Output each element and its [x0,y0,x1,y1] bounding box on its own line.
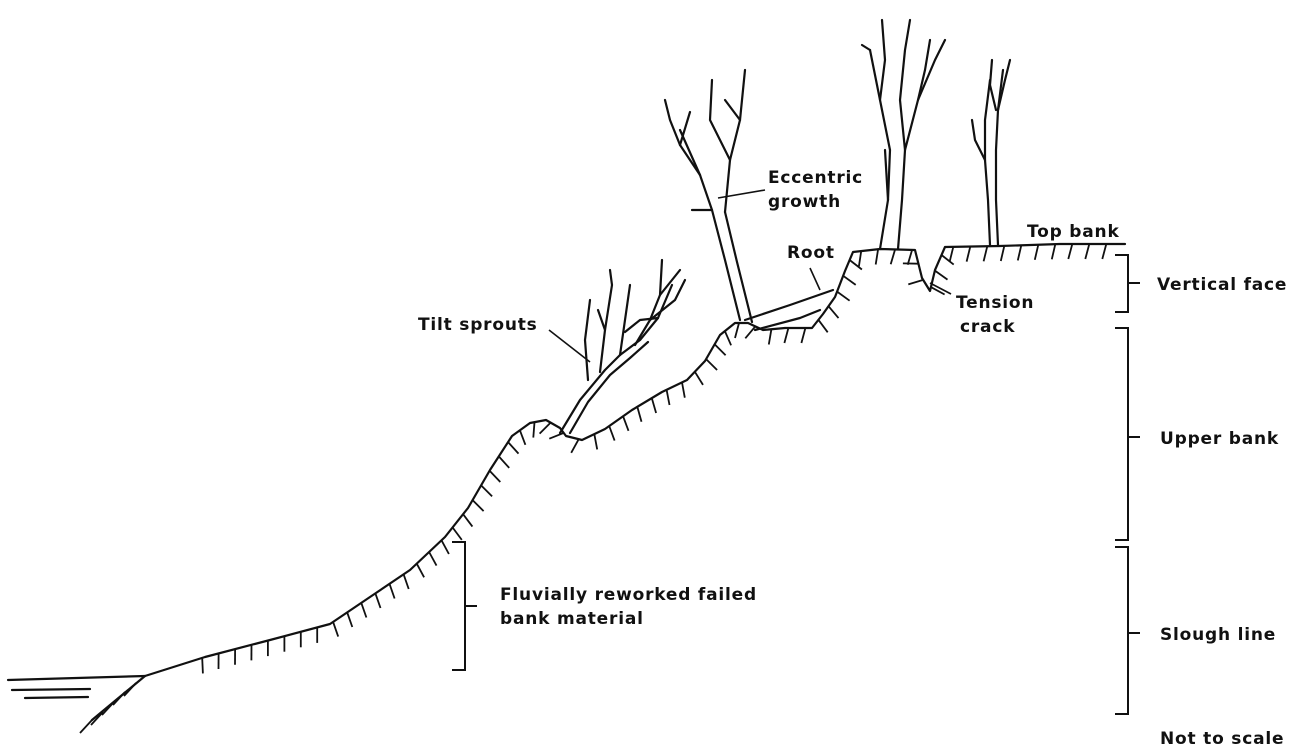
hatch-mark [942,255,954,265]
hatch-mark [453,528,462,540]
hatch-mark [891,249,895,264]
hatch-mark [202,658,203,674]
hatch-mark [706,359,717,370]
tension-crack-label-line2: crack [960,317,1015,337]
tilt-sprouts-leader [549,330,590,362]
ground-hatching [80,244,1106,733]
top-bank-label: Top bank [1027,222,1120,242]
hatch-mark [623,416,628,431]
tilt-sprouts-label: Tilt sprouts [418,315,538,335]
hatch-mark [950,247,954,262]
hatch-mark [1102,244,1106,259]
vertical-face-label: Vertical face [1157,275,1287,295]
hatch-mark [361,603,366,618]
hatch-mark [80,720,92,733]
eccentric-growth-label-line1: Eccentric [768,168,863,188]
hatch-mark [404,574,409,589]
fluvially-label-line2: bank material [500,609,644,629]
hatch-mark [908,250,912,265]
bank-toe [92,676,145,720]
hatch-mark [769,329,772,344]
hatch-mark [667,390,670,405]
hatch-mark [417,564,424,578]
hatch-mark [347,612,352,627]
upper-bank-label: Upper bank [1160,429,1279,449]
hatch-mark [520,430,526,445]
hatch-mark [1085,244,1089,259]
slough-line-label: Slough line [1160,625,1276,645]
hatch-mark [429,552,436,566]
hatch-mark [843,276,856,285]
hatch-mark [695,372,703,385]
eccentric-growth-leader [718,190,765,198]
hatch-mark [715,344,726,355]
hatch-mark [829,306,839,318]
upper-bank-bracket [1115,328,1140,540]
hatch-mark [594,434,597,449]
hatch-mark [935,271,948,280]
hatch-mark [508,442,518,454]
hatch-mark [784,328,788,343]
vertical-face-bracket [1115,255,1140,312]
hatch-mark [473,500,484,511]
hatch-mark [1052,244,1056,259]
slough-line-bracket [1115,547,1140,714]
hatch-mark [735,323,739,338]
hatch-mark [499,456,509,468]
hatch-mark [549,433,563,439]
hatch-mark [540,423,551,434]
hatch-mark [967,247,971,262]
not-to-scale-label: Not to scale [1160,729,1284,749]
root-label: Root [787,243,835,263]
eccentric-growth-tree [665,70,752,322]
hatch-mark [1035,245,1039,260]
hatch-mark [876,249,878,264]
hatch-mark [533,422,534,437]
hatch-mark [984,246,988,261]
hatch-mark [390,584,395,599]
hatch-mark [725,331,731,345]
hatch-mark [801,328,805,343]
hatch-mark [859,251,861,266]
hatch-mark [652,398,656,413]
hatch-mark [571,439,579,453]
hatch-mark [745,326,755,338]
hatch-mark [908,280,923,285]
fluvially-bracket [452,542,477,670]
hatch-mark [442,540,449,554]
hatch-mark [637,407,641,422]
hatch-mark [375,593,380,608]
hatch-mark [818,320,827,333]
fluvially-label-line1: Fluvially reworked failed [500,585,757,605]
tilt-sprouts-tree [560,260,685,433]
hatch-mark [1068,244,1072,259]
eccentric-growth-label-line2: growth [768,192,841,212]
hatch-mark [1018,245,1022,260]
hatch-mark [931,287,945,294]
hatch-mark [481,485,492,496]
hatch-mark [490,471,501,482]
hatch-mark [682,382,685,397]
hatch-mark [609,426,614,441]
tension-crack-label-line1: Tension [956,293,1034,313]
hatch-mark [333,622,338,637]
tall-tree [862,20,945,249]
right-tree [972,60,1010,245]
hatch-mark [837,292,850,301]
root-line [745,290,833,320]
root-leader [810,268,820,290]
hatch-mark [463,514,472,526]
hatch-mark [1001,246,1005,261]
